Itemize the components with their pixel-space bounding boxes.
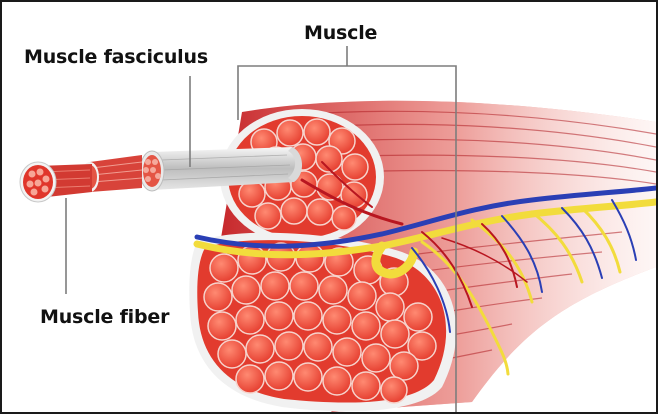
label-muscle-fasciculus: Muscle fasciculus xyxy=(24,46,208,68)
label-muscle: Muscle xyxy=(304,22,377,44)
muscle-fiber-element xyxy=(20,162,92,202)
label-muscle-fiber: Muscle fiber xyxy=(40,306,169,328)
